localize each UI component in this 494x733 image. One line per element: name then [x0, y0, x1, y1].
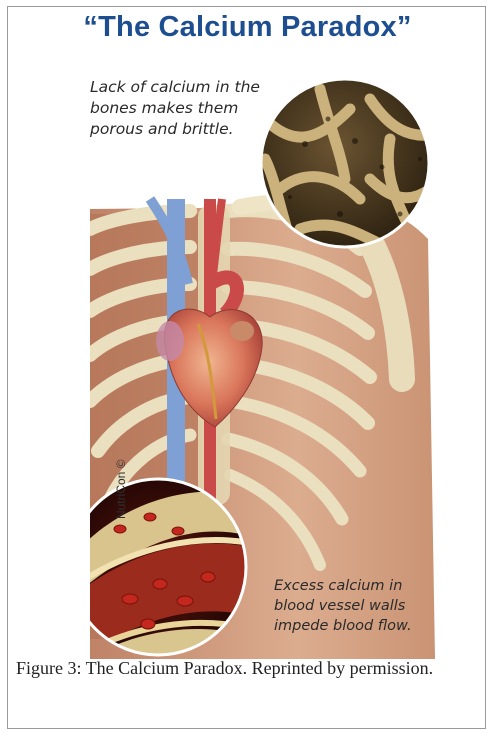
figure-frame: “The Calcium Paradox” [7, 6, 486, 729]
vessel-callout-text: Excess calcium in blood vessel walls imp… [274, 576, 444, 636]
figure-title: “The Calcium Paradox” [8, 11, 487, 44]
figure-caption: Figure 3: The Calcium Paradox. Reprinted… [16, 657, 480, 679]
bone-callout-text: Lack of calcium in the bones makes them … [90, 77, 262, 140]
calcium-paradox-illustration [90, 79, 435, 659]
copyright-watermark: NutriCon © [114, 459, 128, 519]
